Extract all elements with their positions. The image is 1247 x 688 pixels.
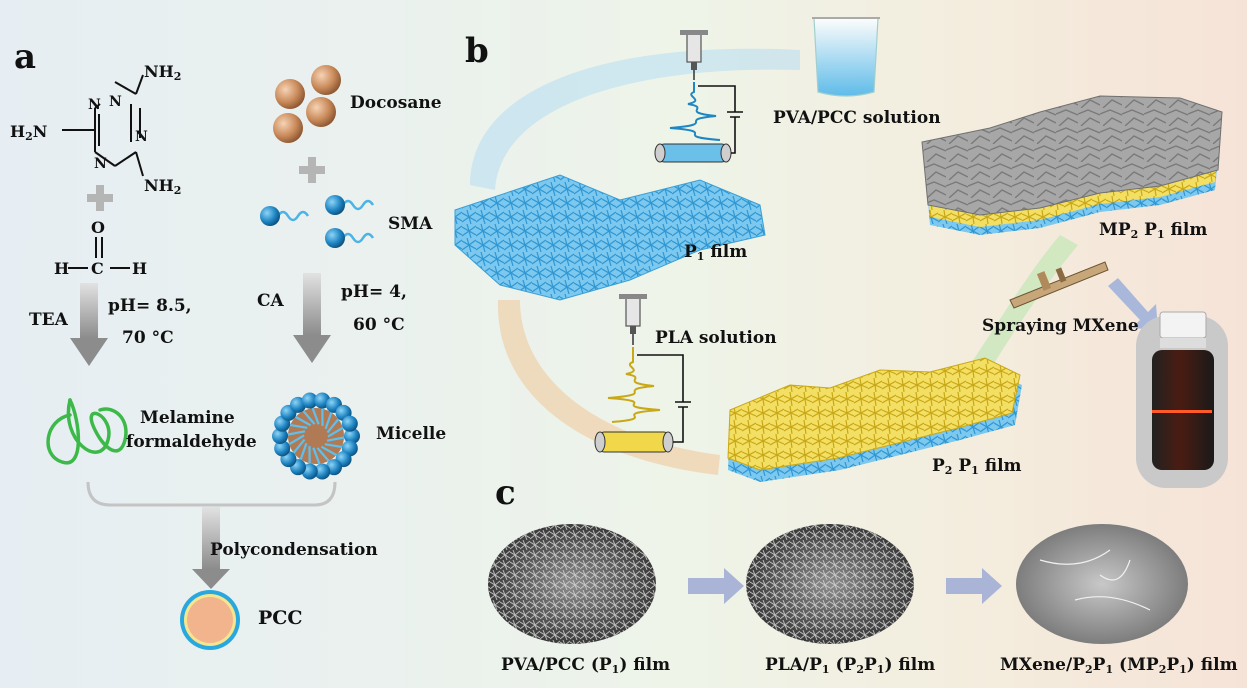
- label-pcc: PCC: [258, 607, 303, 629]
- melamine-structure: [62, 74, 144, 177]
- syringe-icon: [680, 30, 708, 80]
- label-p2p1-film: P2 P1 film: [932, 456, 1022, 477]
- pcc-capsule: [180, 590, 240, 650]
- caption-mp2p1-film: MXene/P2P1 (MP2P1) film: [1000, 655, 1238, 676]
- caption-p2p1-film: PLA/P1 (P2P1) film: [765, 655, 936, 676]
- label-pva-pcc-solution: PVA/PCC solution: [773, 108, 941, 128]
- merge-bracket: [86, 481, 337, 507]
- panel-label-a: a: [14, 37, 37, 77]
- label-ph-4: pH= 4,: [341, 282, 407, 302]
- p1-film: [454, 174, 766, 301]
- panel-label-c: c: [495, 473, 516, 513]
- micelle-head: [274, 440, 291, 457]
- caption-p1-film: PVA/PCC (P1) film: [501, 655, 671, 676]
- label-p1-film: P1 film: [684, 242, 748, 263]
- plus-icon: [87, 185, 113, 211]
- sma-molecules: [260, 195, 375, 248]
- atom-h-left: H: [54, 259, 70, 278]
- atom-n: N: [109, 94, 122, 110]
- label-polycondensation: Polycondensation: [210, 540, 378, 560]
- label-spraying-mxene: Spraying MXene: [982, 316, 1139, 336]
- sem-image-p2p1: [746, 524, 914, 644]
- beaker-icon: [812, 17, 880, 97]
- panel-label-b: b: [465, 31, 489, 71]
- atom-n: N: [88, 97, 101, 113]
- atom-h-right: H: [132, 259, 148, 278]
- micelle-head: [314, 463, 331, 480]
- label-temp-60: 60 °C: [353, 315, 405, 335]
- label-ph-8-5: pH= 8.5,: [108, 296, 192, 316]
- atom-n: N: [135, 129, 148, 145]
- atom-h2n-left: H2N: [10, 122, 48, 143]
- micelle-core: [288, 408, 344, 464]
- sem-image-mp2p1: [1016, 524, 1188, 644]
- circuit-wire: [698, 85, 743, 154]
- syringe-icon: [619, 294, 647, 345]
- atom-o: O: [91, 218, 105, 237]
- micelle: [272, 392, 360, 480]
- micelle-head: [301, 392, 318, 409]
- micelle-head: [344, 428, 360, 444]
- electrospin-jet-blue: [669, 82, 721, 141]
- atom-n: N: [94, 156, 107, 172]
- mp2p1-film: [921, 95, 1223, 235]
- label-pla-solution: PLA solution: [655, 328, 777, 348]
- micelle-head: [341, 415, 358, 432]
- atom-nh2-top: NH2: [144, 62, 182, 83]
- label-melamine: Melamine: [140, 408, 235, 428]
- label-ca: CA: [257, 291, 284, 311]
- label-formaldehyde: formaldehyde: [126, 432, 257, 452]
- circuit-wire: [637, 354, 691, 443]
- sem-image-p1: [488, 524, 656, 644]
- mxene-bottle: [1136, 311, 1228, 488]
- flow-arc-green: [960, 235, 1078, 390]
- collector-blue: [654, 143, 732, 163]
- label-mp2p1-film: MP2 P1 film: [1099, 220, 1208, 241]
- label-tea: TEA: [29, 310, 68, 330]
- label-temp-70: 70 °C: [122, 328, 174, 348]
- down-arrow-icon: [70, 283, 108, 366]
- right-arrow-icon: [688, 568, 744, 604]
- down-arrow-icon: [192, 507, 230, 589]
- p2p1-film: [727, 357, 1022, 482]
- flow-arc-blue: [470, 48, 800, 190]
- docosane-spheres: [273, 65, 341, 143]
- collector-yellow: [594, 431, 674, 453]
- to-bottle-arrow: [1108, 278, 1158, 330]
- plus-icon: [299, 157, 325, 183]
- down-arrow-icon: [293, 273, 331, 363]
- atom-nh2-bottom: NH2: [144, 176, 182, 197]
- label-sma: SMA: [388, 214, 433, 234]
- label-docosane: Docosane: [350, 93, 442, 113]
- melamine-formaldehyde-polymer: [46, 398, 128, 465]
- electrospin-jet-yellow: [607, 347, 661, 423]
- label-micelle: Micelle: [376, 424, 447, 444]
- right-arrow-icon: [946, 568, 1002, 604]
- airbrush-icon: [1009, 261, 1109, 309]
- micelle-head: [272, 428, 288, 444]
- formaldehyde-structure: [68, 237, 130, 269]
- atom-c: C: [91, 259, 104, 278]
